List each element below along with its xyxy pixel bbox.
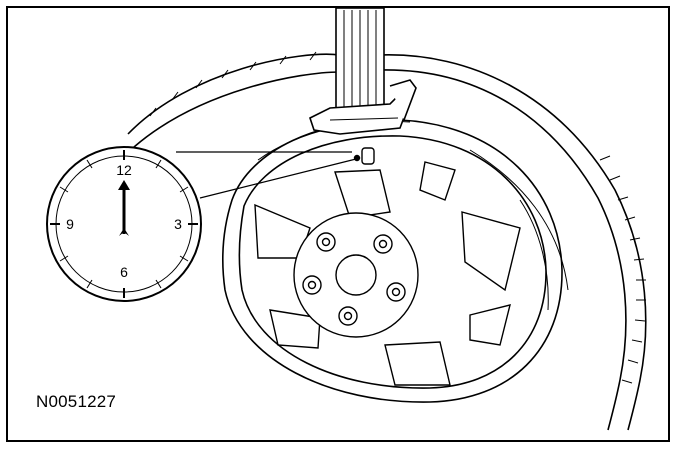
clock-label-6: 6 (120, 264, 128, 280)
figure-reference-code: N0051227 (36, 392, 117, 411)
tire (127, 51, 647, 431)
clock-face-inset: 12 3 6 9 (46, 146, 202, 302)
clock-label-3: 3 (174, 216, 182, 232)
clock-hand-arrow (118, 180, 130, 236)
valve-stem (353, 147, 375, 165)
clock-label-9: 9 (66, 216, 74, 232)
leader-lines (176, 151, 361, 199)
wheel-spokes (254, 161, 521, 386)
clock-label-12: 12 (116, 162, 132, 178)
wheel-hub (293, 212, 419, 338)
balancer-clamp (309, 7, 417, 135)
